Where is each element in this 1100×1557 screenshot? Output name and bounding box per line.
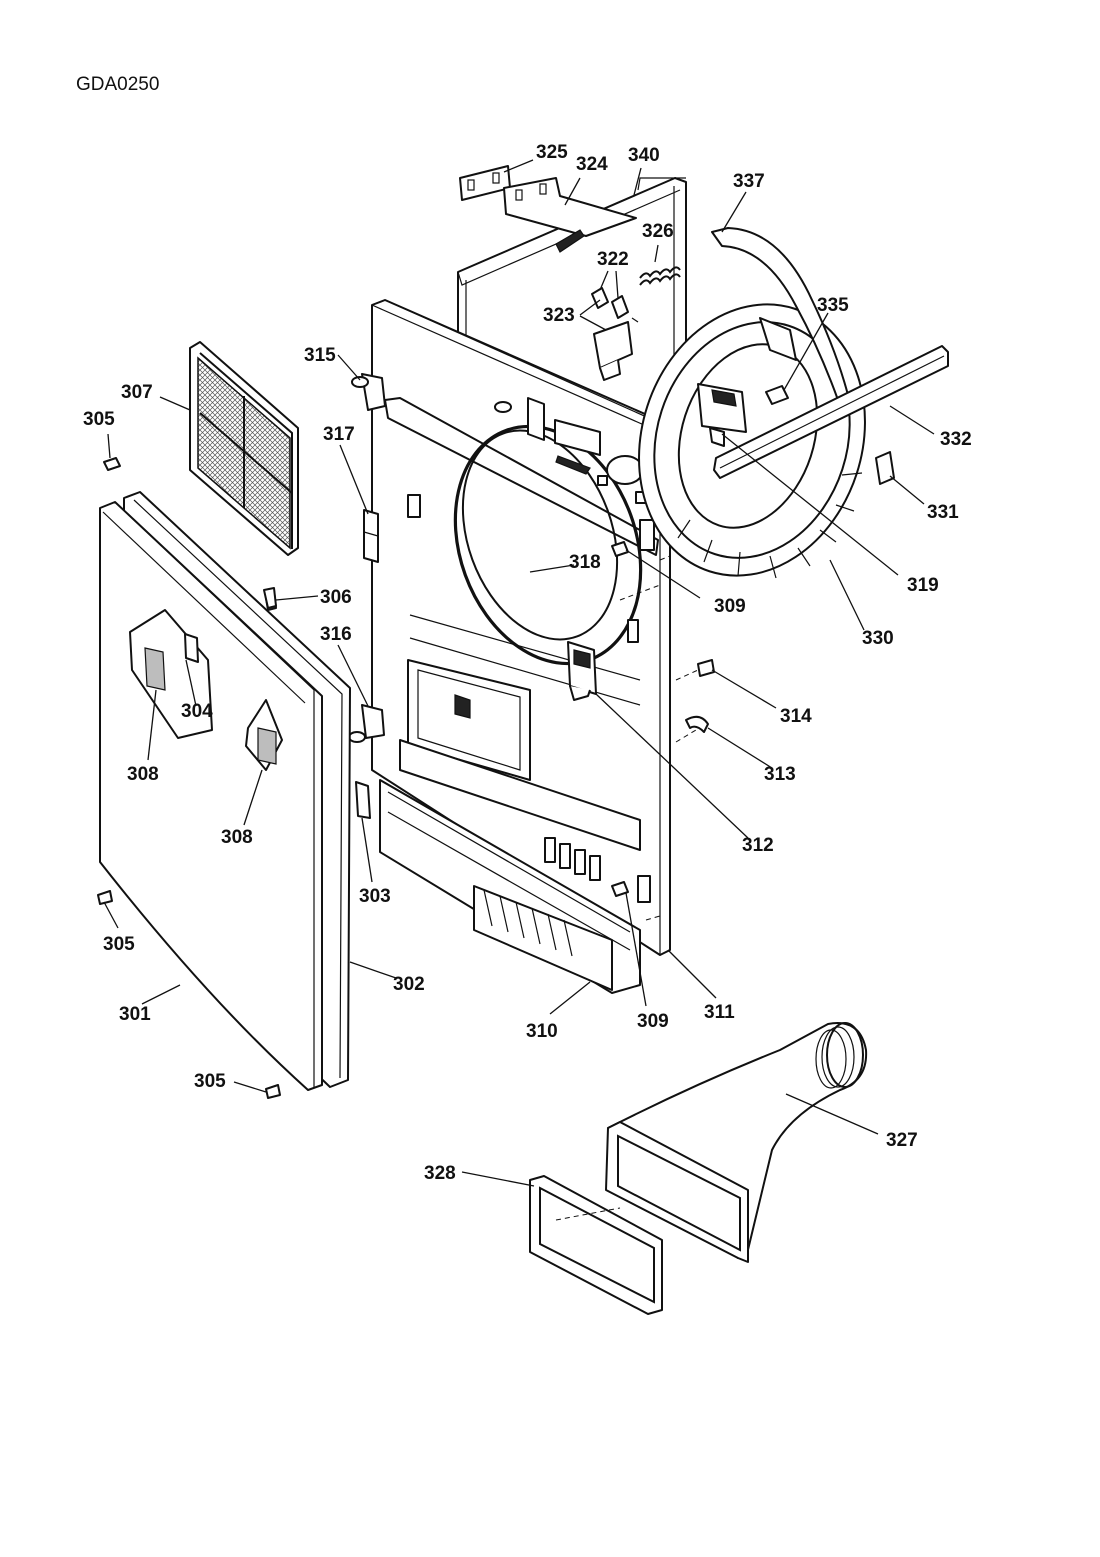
switch-322	[591, 287, 639, 381]
callout-326: 326	[642, 221, 674, 242]
knob-309b	[611, 881, 629, 897]
foot-305b	[97, 890, 113, 905]
foot-305c	[265, 1084, 281, 1099]
callout-312: 312	[742, 835, 774, 856]
exhaust-duct-327	[605, 1022, 868, 1263]
assembly-line	[619, 555, 671, 921]
callout-337: 337	[733, 171, 765, 192]
callout-313: 313	[764, 764, 796, 785]
callout-327: 327	[886, 1130, 918, 1151]
callout-332: 332	[940, 429, 972, 450]
callout-325: 325	[536, 142, 568, 163]
bracket-331	[875, 451, 895, 485]
callout-315: 315	[304, 345, 336, 366]
clip-313	[675, 715, 709, 743]
plinth-310	[379, 779, 641, 994]
callout-305-top: 305	[83, 409, 115, 430]
foot-305a	[103, 457, 121, 471]
hook-306	[263, 587, 277, 609]
catch-303	[355, 781, 371, 819]
callout-324: 324	[576, 154, 608, 175]
front-panel-311	[371, 299, 671, 956]
callout-302: 302	[393, 974, 425, 995]
callout-322: 322	[597, 249, 629, 270]
callout-309-lower: 309	[637, 1011, 669, 1032]
callout-330: 330	[862, 628, 894, 649]
callout-316: 316	[320, 624, 352, 645]
hinge-315	[351, 373, 386, 411]
callout-335: 335	[817, 295, 849, 316]
callout-309-upper: 309	[714, 596, 746, 617]
lock-312	[567, 641, 597, 701]
door-301	[99, 501, 323, 1091]
callout-311: 311	[704, 1002, 735, 1023]
callout-304: 304	[181, 701, 213, 722]
bracket-324	[503, 177, 637, 253]
callout-314: 314	[780, 706, 812, 727]
callout-305-bottom: 305	[194, 1071, 226, 1092]
callout-305-middle: 305	[103, 934, 135, 955]
callout-318: 318	[569, 552, 601, 573]
callout-340: 340	[628, 145, 660, 166]
shim-325	[459, 165, 511, 201]
callout-301: 301	[119, 1004, 151, 1025]
callout-310: 310	[526, 1021, 558, 1042]
callout-323: 323	[543, 305, 575, 326]
leader-lines	[103, 159, 935, 1187]
callout-labels: 325 324 340 337 326 322 323 335 315 307 …	[83, 142, 972, 1184]
document-code: GDA0250	[76, 74, 160, 95]
latch-317	[363, 509, 379, 563]
thermostat-319	[697, 383, 747, 447]
callout-328: 328	[424, 1163, 456, 1184]
support-rail-332	[713, 345, 949, 479]
connector-314	[675, 659, 715, 681]
callout-319: 319	[907, 575, 939, 596]
callout-308-left: 308	[127, 764, 159, 785]
hinge-316	[348, 704, 385, 743]
filter-307	[189, 341, 299, 556]
clip-335	[765, 385, 789, 405]
spring-326	[639, 266, 681, 286]
callout-331: 331	[927, 502, 959, 523]
callout-303: 303	[359, 886, 391, 907]
callout-317: 317	[323, 424, 355, 445]
gasket-328	[529, 1175, 663, 1315]
callout-306: 306	[320, 587, 352, 608]
callout-308-right: 308	[221, 827, 253, 848]
callout-307: 307	[121, 382, 153, 403]
